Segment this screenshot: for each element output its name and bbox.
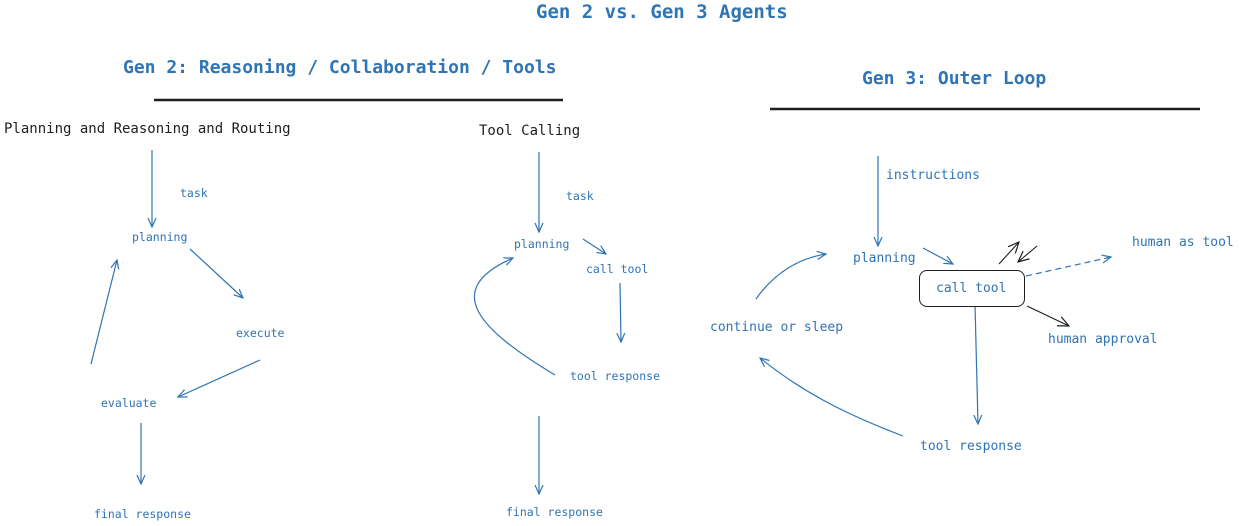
- call-tool-box: [919, 270, 1025, 307]
- arrow-call-tool-to-human-as-tool: [1025, 257, 1111, 277]
- node-tool-response: tool response: [570, 369, 661, 383]
- node-execute: execute: [236, 326, 285, 340]
- node-evaluate: evaluate: [101, 396, 157, 410]
- node-call-tool-3: call tool: [936, 281, 1007, 296]
- arrow-planning-to-execute: [189, 248, 243, 298]
- node-human-as-tool: human as tool: [1132, 235, 1234, 250]
- node-task: task: [180, 186, 208, 200]
- arrow-call-tool-to-tool-response: [975, 303, 978, 424]
- tool-panel-heading: Tool Calling: [479, 123, 581, 139]
- arrow-planning-to-call-tool-3: [922, 247, 953, 264]
- node-final-response: final response: [94, 507, 191, 521]
- arrow-call-tool-to-response: [620, 282, 621, 342]
- arrow-tool-response-to-continue: [760, 358, 904, 437]
- node-final-response-2: final response: [506, 505, 603, 519]
- arrow-call-tool-out: [998, 242, 1019, 265]
- node-instructions: instructions: [886, 168, 980, 183]
- planning-panel-heading: Planning and Reasoning and Routing: [4, 121, 291, 137]
- node-call-tool: call tool: [586, 262, 649, 276]
- arrow-continue-to-planning: [755, 254, 826, 300]
- arrow-execute-to-evaluate: [178, 359, 261, 397]
- arrow-call-tool-in: [1018, 245, 1038, 262]
- arrow-response-to-planning: [474, 258, 556, 376]
- node-planning-3: planning: [853, 251, 916, 266]
- arrow-evaluate-to-planning: [90, 260, 117, 365]
- node-planning: planning: [132, 230, 188, 244]
- gen3-heading: Gen 3: Outer Loop: [862, 68, 1047, 89]
- node-planning-2: planning: [514, 237, 570, 251]
- node-tool-response-3: tool response: [920, 439, 1022, 454]
- arrow-planning-to-call-tool: [582, 238, 606, 254]
- gen2-heading: Gen 2: Reasoning / Collaboration / Tools: [123, 57, 557, 78]
- arrow-call-tool-to-approval: [1026, 305, 1069, 326]
- node-human-approval: human approval: [1048, 332, 1158, 347]
- node-task-2: task: [566, 189, 594, 203]
- diagram-title: Gen 2 vs. Gen 3 Agents: [536, 1, 788, 23]
- node-continue-or-sleep: continue or sleep: [710, 320, 844, 335]
